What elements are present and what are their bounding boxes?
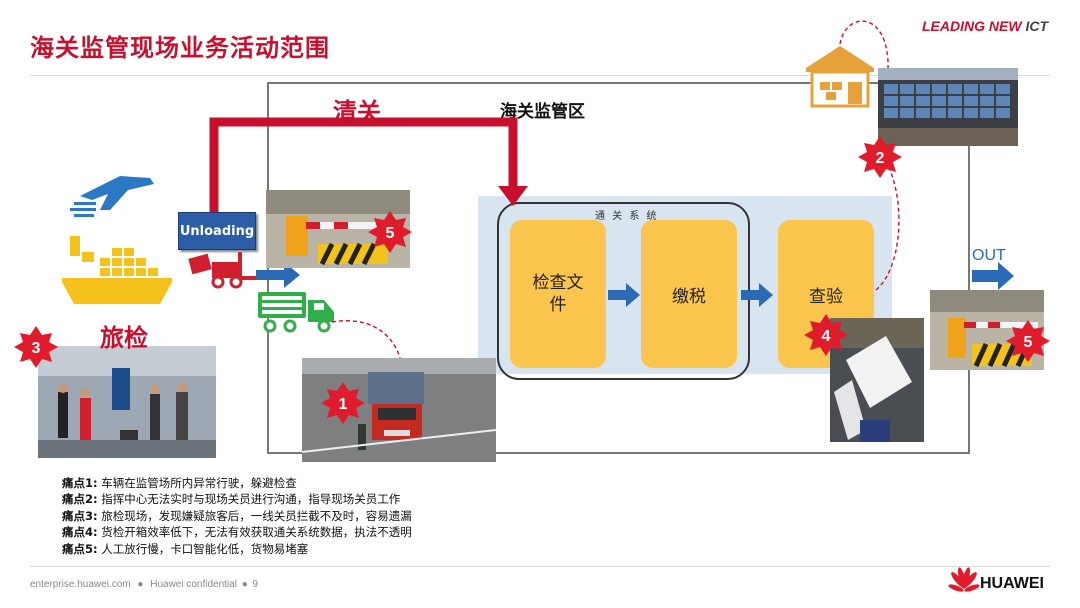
pain-marker-4: 4 xyxy=(822,328,831,345)
pain-marker-2-burst xyxy=(858,136,902,178)
step-document-check-label: 检查文件 xyxy=(532,273,584,315)
footer-text: enterprise.huawei.com ● Huawei confident… xyxy=(30,579,259,590)
brand-tagline: LEADING NEW ICT xyxy=(922,18,1048,34)
page-title: 海关监管现场业务活动范围 xyxy=(30,34,330,62)
pain-point-3-text: 旅检现场，发现嫌疑旅客后，一线关员拦截不及时，容易遗漏 xyxy=(101,508,412,523)
huawei-logo-icon xyxy=(948,567,980,592)
pain-point-1-text: 车辆在监管场所内异常行驶，躲避检查 xyxy=(101,476,297,490)
pain-marker-4-burst xyxy=(804,314,848,356)
pain-marker-1-burst xyxy=(321,382,365,424)
pain-point-1: 痛点1: 车辆在监管场所内异常行驶，躲避检查 xyxy=(62,475,412,491)
header-divider xyxy=(30,75,1050,76)
pain-point-5: 痛点5: 人工放行慢，卡口智能化低，货物易堵塞 xyxy=(62,541,412,557)
pain-point-1-key: 痛点1: xyxy=(62,476,98,490)
pain-marker-5b-burst xyxy=(1006,320,1050,362)
forklift-icon xyxy=(188,252,256,289)
pain-marker-5a: 5 xyxy=(386,225,395,242)
airport-photo xyxy=(38,346,216,458)
clearance-arrow xyxy=(209,117,518,212)
clearance-label: 清关 xyxy=(333,98,381,126)
callout-curve-3 xyxy=(875,169,900,291)
pain-point-2: 痛点2: 指挥中心无法实时与现场关员进行沟通，指导现场关员工作 xyxy=(62,491,412,507)
out-label: OUT xyxy=(972,247,1006,264)
brand-ict: ICT xyxy=(1025,18,1048,34)
warehouse-icon xyxy=(806,46,874,108)
step-tax-payment-label: 缴税 xyxy=(672,286,706,307)
clearance-arrow-head xyxy=(498,186,528,206)
footer-page-number: 9 xyxy=(252,579,259,590)
pain-points-list: 痛点1: 车辆在监管场所内异常行驶，躲避检查 痛点2: 指挥中心无法实时与现场关… xyxy=(62,475,412,557)
system-label: 通 关 系 统 xyxy=(595,211,659,222)
step-document-check: 检查文件 xyxy=(510,220,606,368)
monitoring-center-photo xyxy=(878,68,1018,146)
unloading-label: Unloading xyxy=(178,212,256,250)
pain-marker-2: 2 xyxy=(876,150,885,167)
brand-new: NEW xyxy=(988,18,1022,34)
pain-point-4: 痛点4: 货检开箱效率低下，无法有效获取通关系统数据，执法不透明 xyxy=(62,524,412,540)
step-inspection-label: 查验 xyxy=(809,286,843,307)
truck-icon xyxy=(258,292,334,333)
zone-label: 海关监管区 xyxy=(500,102,585,122)
pain-point-3: 痛点3: 旅检现场，发现嫌疑旅客后，一线关员拦截不及时，容易遗漏 xyxy=(62,508,412,524)
pain-point-5-key: 痛点5: xyxy=(62,541,98,556)
inspection-photo xyxy=(830,318,924,442)
footer-confidential: Huawei confidential xyxy=(150,579,237,590)
barrier-gate-photo-right xyxy=(930,290,1044,370)
callout-curve-1 xyxy=(331,320,401,359)
pain-marker-3: 3 xyxy=(32,340,41,357)
footer-site: enterprise.huawei.com xyxy=(30,579,131,590)
travel-check-label: 旅检 xyxy=(100,324,148,352)
pain-point-5-text: 人工放行慢，卡口智能化低，货物易堵塞 xyxy=(101,541,309,556)
huawei-logo-text: HUAWEI xyxy=(980,575,1044,592)
step-arrow-2 xyxy=(741,283,773,307)
pain-marker-1: 1 xyxy=(339,396,348,413)
out-arrow xyxy=(972,262,1014,290)
pain-marker-5b: 5 xyxy=(1024,334,1033,351)
entry-arrow xyxy=(256,262,300,288)
truck-road-photo xyxy=(301,358,497,462)
callout-curve-2 xyxy=(839,20,889,71)
pain-point-3-key: 痛点3: xyxy=(62,508,98,523)
pain-point-2-text: 指挥中心无法实时与现场关员进行沟通，指导现场关员工作 xyxy=(101,492,401,507)
airplane-icon xyxy=(70,176,154,217)
pain-point-4-text: 货检开箱效率低下，无法有效获取通关系统数据，执法不透明 xyxy=(101,525,412,540)
pain-marker-5a-burst xyxy=(368,211,412,253)
pain-marker-3-burst xyxy=(14,326,58,368)
step-arrow-1 xyxy=(608,283,640,307)
step-tax-payment: 缴税 xyxy=(641,220,737,368)
footer-divider xyxy=(30,566,1050,567)
brand-leading: LEADING xyxy=(921,18,985,34)
pain-point-4-key: 痛点4: xyxy=(62,525,98,540)
pain-point-2-key: 痛点2: xyxy=(62,492,98,507)
cargo-ship-icon xyxy=(62,236,172,304)
